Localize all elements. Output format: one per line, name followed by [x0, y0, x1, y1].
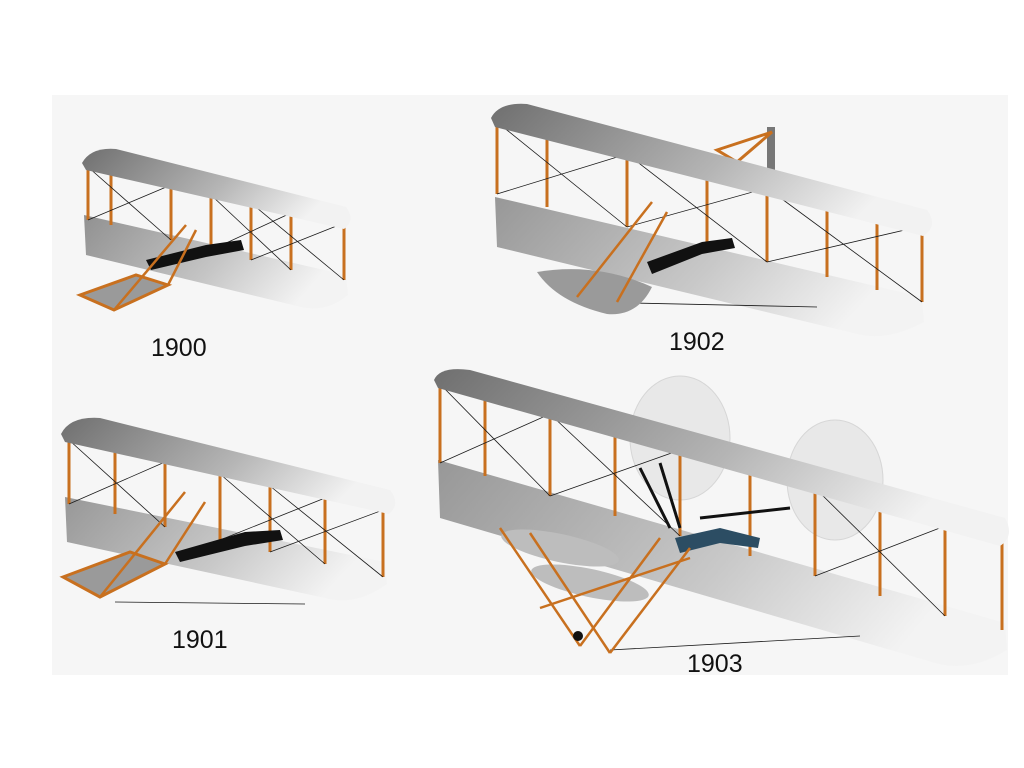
year-label-1900: 1900: [151, 334, 207, 362]
glider-1901-illustration: [55, 412, 400, 612]
flyer-1903-illustration: [430, 368, 1010, 673]
year-label-1903: 1903: [687, 650, 743, 678]
glider-1900-illustration: [75, 145, 356, 320]
year-label-1902: 1902: [669, 328, 725, 356]
glider-1902-illustration: [487, 102, 933, 342]
year-label-1901: 1901: [172, 626, 228, 654]
